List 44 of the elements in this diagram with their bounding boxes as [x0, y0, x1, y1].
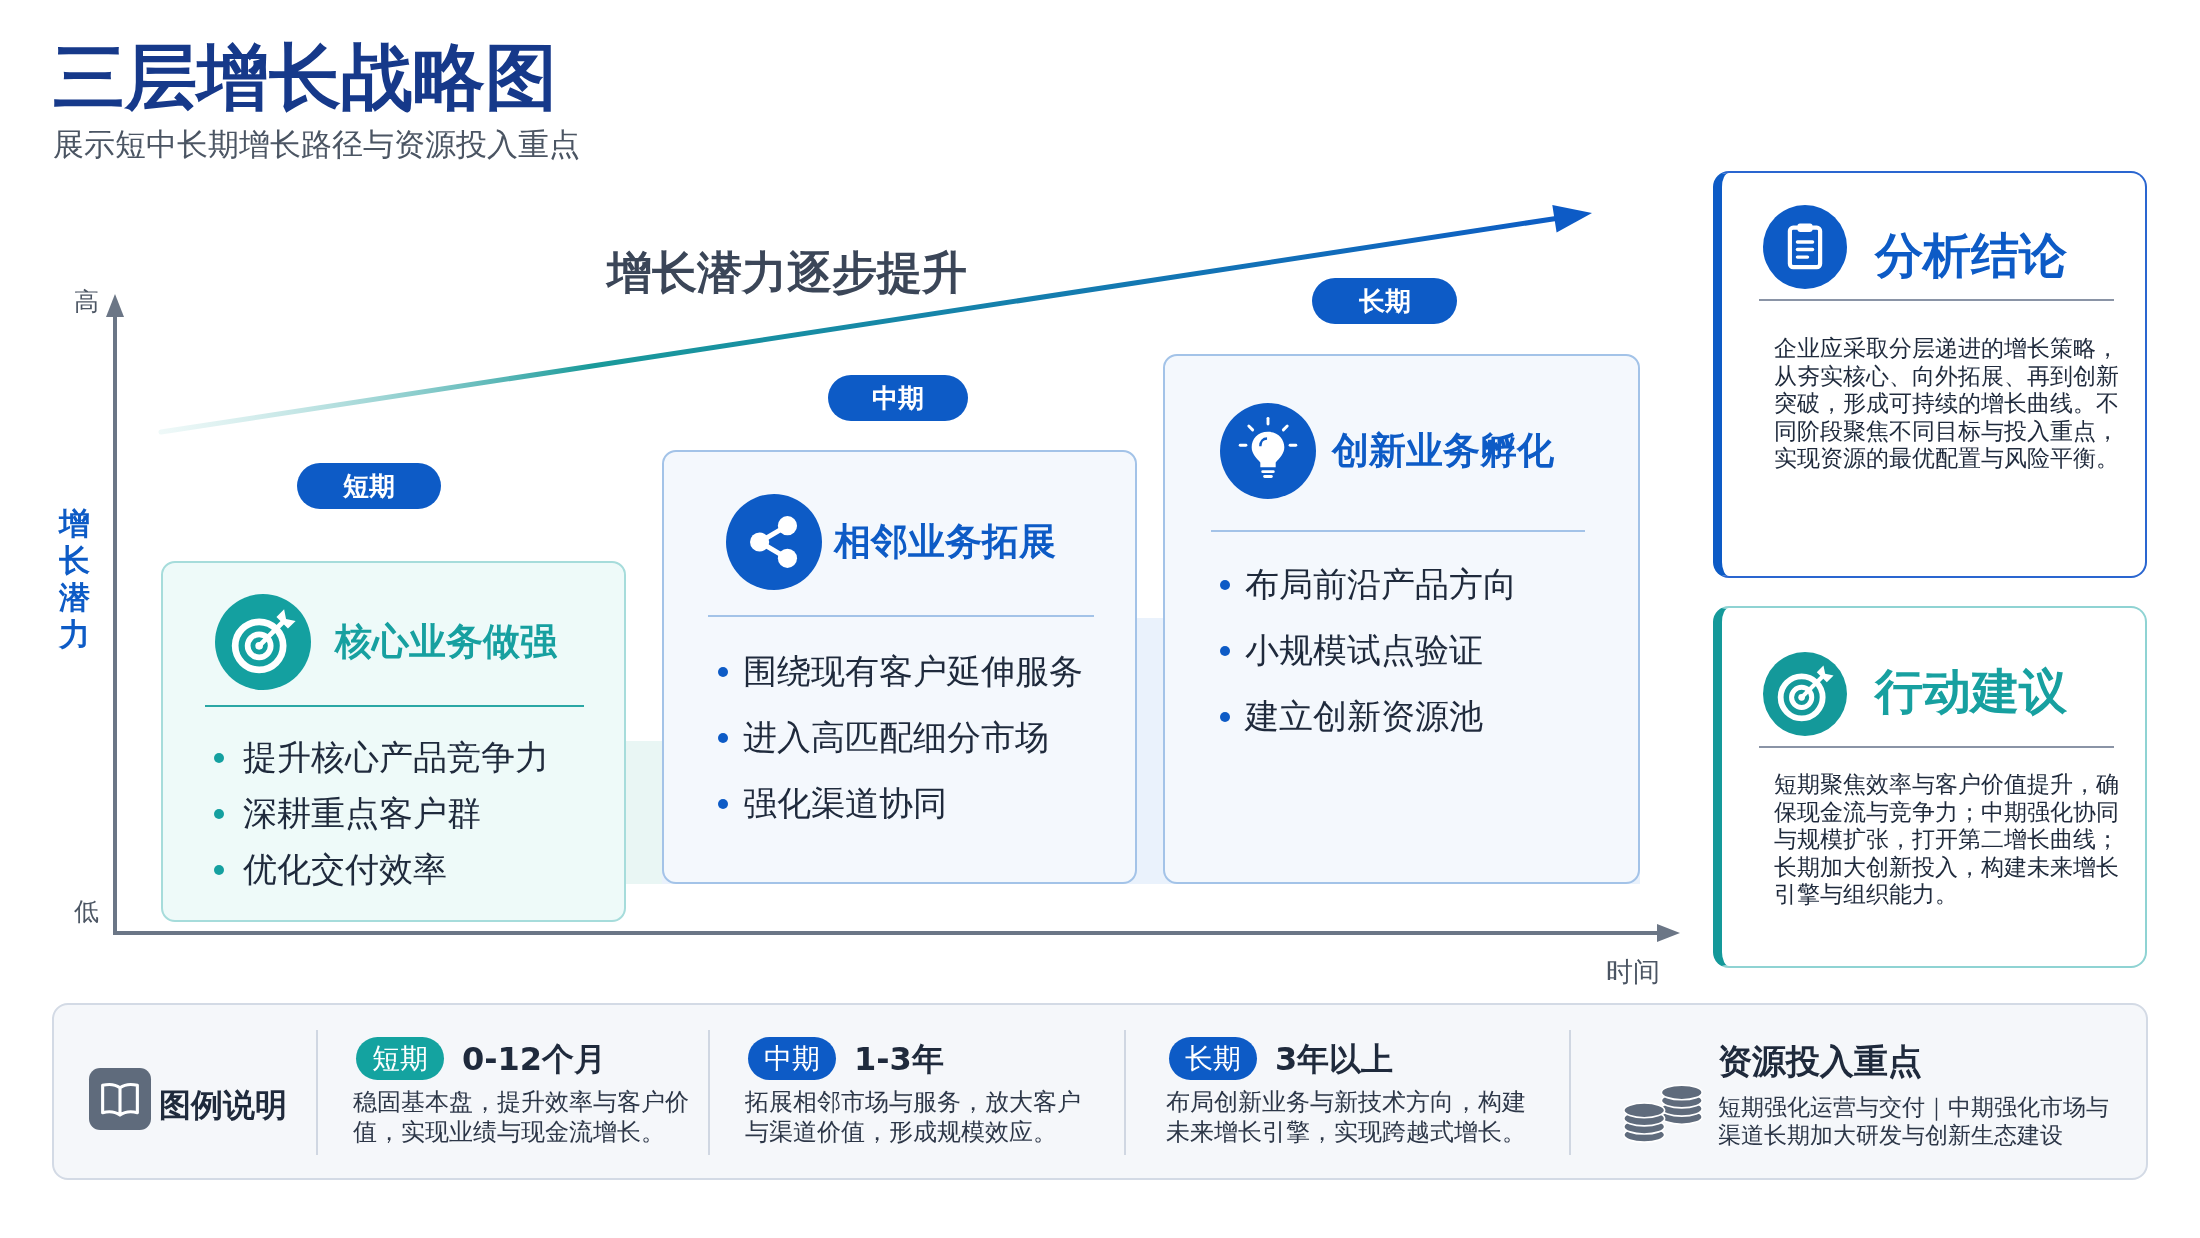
bullet-text: 优化交付效率 — [243, 849, 447, 890]
stage-card — [161, 561, 626, 922]
section-heading: 资源投入重点 — [1718, 1040, 1922, 1082]
axis-label: 低 — [73, 897, 99, 927]
bullet-text: 进入高匹配细分市场 — [743, 717, 1049, 758]
bullet-text: 建立创新资源池 — [1245, 696, 1483, 737]
description-text: 稳固基本盘，提升效率与客户价值，实现业绩与现金流增长。 — [353, 1087, 690, 1147]
summary-panel — [1713, 171, 2147, 578]
stage-card — [1163, 354, 1640, 884]
stage-tag: 中期 — [828, 375, 968, 421]
legend-heading: 图例说明 — [159, 1086, 287, 1124]
description-text: 短期强化运营与交付｜中期强化市场与渠道长期加大研发与创新生态建设 — [1718, 1093, 2110, 1149]
card-heading: 相邻业务拓展 — [834, 520, 1056, 564]
card-heading: 核心业务做强 — [335, 620, 557, 664]
bullet-text: 小规模试点验证 — [1245, 630, 1483, 671]
page-title: 三层增长战略图 — [53, 34, 557, 121]
bullet-text: 围绕现有客户延伸服务 — [743, 651, 1083, 692]
stage-tag: 短期 — [356, 1037, 444, 1080]
panel-heading: 行动建议 — [1875, 662, 2067, 720]
panel-text: 短期聚焦效率与客户价值提升，确保现金流与竞争力；中期强化协同与规模扩张，打开第二增长曲线；长期加大创新投入，构建未来增长引擎与组织能力。 — [1774, 771, 2120, 909]
stage-card — [662, 450, 1137, 884]
bullet-text: 布局前沿产品方向 — [1245, 564, 1517, 605]
subtitle: 展示短中长期增长路径与资源投入重点 — [53, 125, 580, 163]
bullet-text: 深耕重点客户群 — [243, 793, 481, 834]
description-text: 布局创新业务与新技术方向，构建未来增长引擎，实现跨越式增长。 — [1166, 1087, 1527, 1147]
duration-text: 3年以上 — [1275, 1038, 1394, 1079]
axis-label: 高 — [73, 287, 99, 317]
axis-title: 时间 — [1606, 956, 1660, 988]
summary-panel — [1713, 606, 2147, 968]
stage-tag: 短期 — [297, 463, 441, 509]
stage-tag: 长期 — [1169, 1037, 1257, 1080]
duration-text: 1-3年 — [854, 1038, 944, 1079]
trend-label: 增长潜力逐步提升 — [607, 246, 967, 300]
description-text: 拓展相邻市场与服务，放大客户与渠道价值，形成规模效应。 — [745, 1087, 1082, 1147]
card-heading: 创新业务孵化 — [1332, 429, 1554, 473]
stage-tag: 长期 — [1312, 278, 1457, 324]
bullet-text: 强化渠道协同 — [743, 783, 947, 824]
duration-text: 0-12个月 — [462, 1038, 607, 1079]
panel-text: 企业应采取分层递进的增长策略，从夯实核心、向外拓展、再到创新突破，形成可持续的增长曲线。不同阶段聚焦不同目标与投入重点，实现资源的最优配置与风险平衡。 — [1774, 335, 2120, 473]
axis-title: 增长潜力 — [57, 505, 91, 653]
panel-heading: 分析结论 — [1875, 226, 2067, 284]
stage-tag: 中期 — [748, 1037, 836, 1080]
bullet-text: 提升核心产品竞争力 — [243, 737, 549, 778]
legend-panel — [52, 1003, 2148, 1180]
